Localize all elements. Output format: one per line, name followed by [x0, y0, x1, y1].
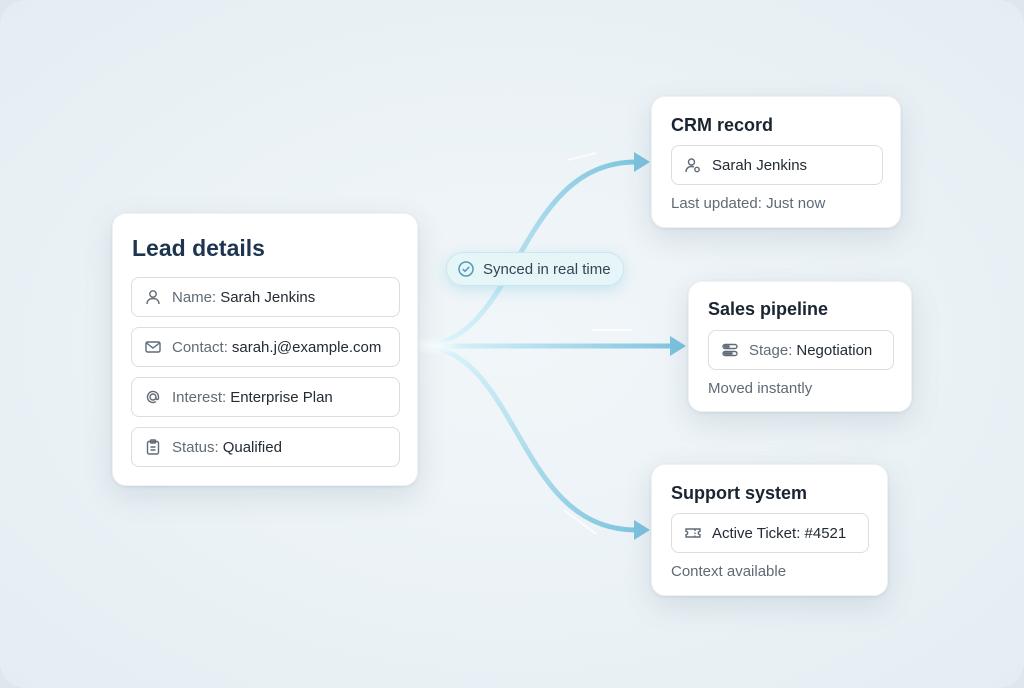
crm-contact-value: Sarah Jenkins	[712, 156, 808, 174]
sync-status-label: Synced in real time	[483, 260, 611, 278]
support-system-title: Support system	[671, 483, 808, 503]
lead-status-value: Qualified	[222, 438, 282, 456]
pipeline-stages-icon	[721, 341, 739, 359]
lead-interest-value: Enterprise Plan	[230, 388, 333, 406]
user-settings-icon	[684, 156, 702, 174]
user-icon	[144, 288, 162, 306]
lead-details-card: Lead details Name: Sarah Jenkins Contact…	[112, 213, 418, 486]
lead-interest-label: Interest:	[172, 388, 227, 406]
lead-contact-field[interactable]: Contact: sarah.j@example.com	[131, 327, 400, 367]
crm-record-title: CRM record	[671, 115, 774, 135]
lead-contact-label: Contact:	[172, 338, 228, 356]
at-sign-icon	[144, 388, 162, 406]
motion-streak	[563, 509, 597, 535]
lead-interest-field[interactable]: Interest: Enterprise Plan	[131, 377, 400, 417]
crm-record-card: CRM record Sarah Jenkins Last updated: J…	[651, 96, 901, 228]
sync-status-badge: Synced in real time	[446, 252, 624, 286]
sales-pipeline-title: Sales pipeline	[708, 299, 829, 319]
lead-status-field[interactable]: Status: Qualified	[131, 427, 400, 467]
lead-details-title: Lead details	[132, 235, 265, 261]
ticket-icon	[684, 524, 702, 542]
clipboard-icon	[144, 438, 162, 456]
flow-arrowhead-support	[634, 520, 650, 540]
flow-line-support	[415, 343, 639, 533]
pipeline-moved-note: Moved instantly	[708, 380, 813, 397]
support-ticket-field[interactable]: Active Ticket: #4521	[671, 513, 869, 553]
lead-contact-value: sarah.j@example.com	[231, 338, 382, 356]
flow-arrowhead-pipeline	[670, 336, 686, 356]
sales-pipeline-card: Sales pipeline Stage: Negotiation Moved …	[688, 281, 912, 412]
support-system-card: Support system Active Ticket: #4521 Cont…	[651, 464, 888, 596]
pipeline-stage-label: Stage:	[749, 341, 793, 359]
lead-name-field[interactable]: Name: Sarah Jenkins	[131, 277, 400, 317]
flow-arrowhead-crm	[634, 152, 650, 172]
pipeline-stage-field[interactable]: Stage: Negotiation	[708, 330, 894, 370]
motion-streak	[567, 152, 597, 161]
pipeline-stage-value: Negotiation	[796, 341, 873, 359]
crm-contact-field[interactable]: Sarah Jenkins	[671, 145, 883, 185]
support-context-note: Context available	[671, 563, 787, 580]
lead-status-label: Status:	[172, 438, 219, 456]
crm-last-updated-note: Last updated: Just now	[671, 195, 826, 212]
check-circle-icon	[457, 260, 475, 278]
lead-name-value: Sarah Jenkins	[220, 288, 316, 306]
support-ticket-value: Active Ticket: #4521	[712, 524, 847, 542]
mail-icon	[144, 338, 162, 356]
lead-name-label: Name:	[172, 288, 217, 306]
